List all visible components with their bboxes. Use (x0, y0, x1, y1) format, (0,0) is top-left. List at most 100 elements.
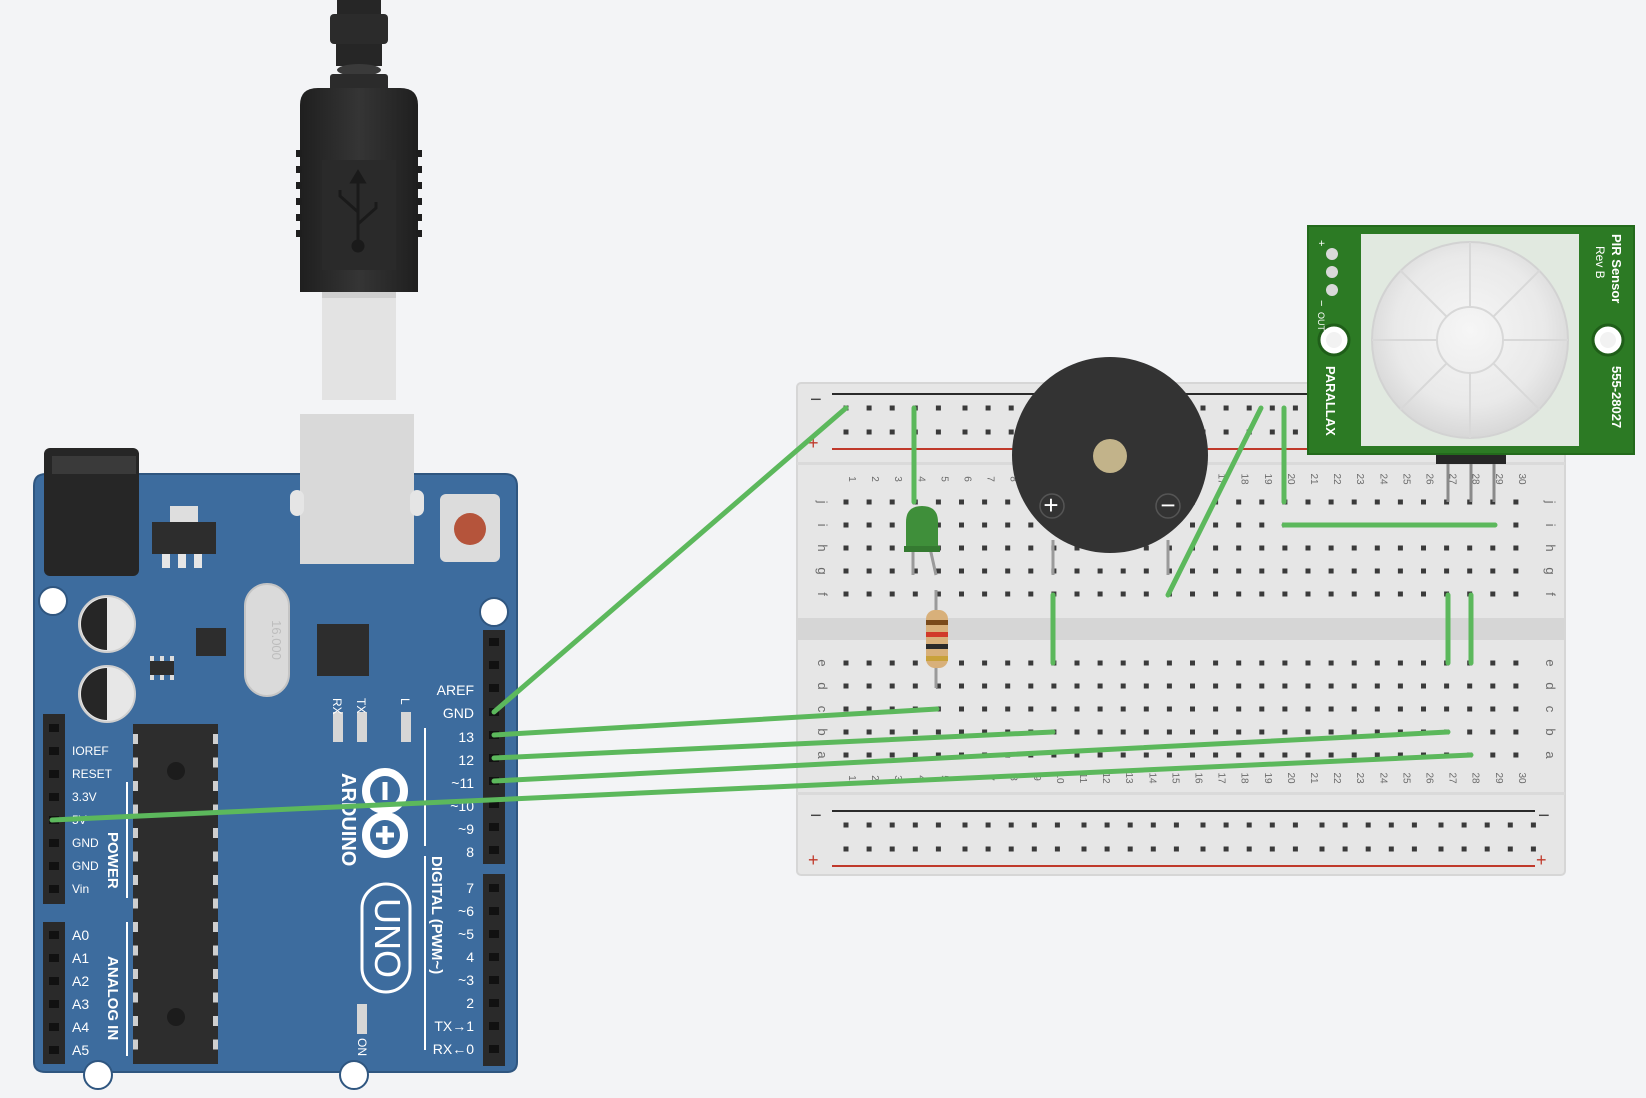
rail-hole[interactable] (1411, 846, 1417, 852)
rail-hole[interactable] (1150, 822, 1156, 828)
rail-hole[interactable] (1438, 846, 1444, 852)
breadboard-hole[interactable] (1397, 706, 1403, 712)
breadboard-hole[interactable] (1513, 706, 1519, 712)
rail-hole[interactable] (1008, 822, 1014, 828)
breadboard-hole[interactable] (1028, 545, 1034, 551)
breadboard-hole[interactable] (1397, 499, 1403, 505)
breadboard-hole[interactable] (912, 729, 918, 735)
breadboard-hole[interactable] (1166, 752, 1172, 758)
breadboard-hole[interactable] (1282, 683, 1288, 689)
breadboard-hole[interactable] (1282, 752, 1288, 758)
breadboard-hole[interactable] (1328, 752, 1334, 758)
breadboard-hole[interactable] (1074, 683, 1080, 689)
header-pin[interactable] (49, 862, 59, 870)
breadboard-hole[interactable] (1143, 706, 1149, 712)
breadboard-hole[interactable] (1328, 591, 1334, 597)
rail-hole[interactable] (985, 405, 991, 411)
header-pin[interactable] (49, 931, 59, 939)
breadboard-hole[interactable] (1028, 683, 1034, 689)
rail-hole[interactable] (1008, 846, 1014, 852)
rail-hole[interactable] (866, 405, 872, 411)
breadboard-hole[interactable] (912, 660, 918, 666)
breadboard-hole[interactable] (1305, 729, 1311, 735)
breadboard-hole[interactable] (1513, 683, 1519, 689)
header-pin[interactable] (489, 684, 499, 692)
breadboard-hole[interactable] (982, 683, 988, 689)
rail-hole[interactable] (889, 822, 895, 828)
breadboard-hole[interactable] (1236, 706, 1242, 712)
breadboard-hole[interactable] (1005, 683, 1011, 689)
breadboard-hole[interactable] (1259, 752, 1265, 758)
breadboard-hole[interactable] (1305, 499, 1311, 505)
breadboard-hole[interactable] (1328, 729, 1334, 735)
breadboard-hole[interactable] (1259, 706, 1265, 712)
breadboard-hole[interactable] (959, 522, 964, 528)
rail-hole[interactable] (962, 405, 968, 411)
breadboard-hole[interactable] (1328, 706, 1334, 712)
breadboard-hole[interactable] (889, 545, 895, 551)
breadboard-hole[interactable] (1213, 522, 1219, 528)
breadboard-hole[interactable] (1213, 706, 1219, 712)
breadboard-hole[interactable] (1513, 729, 1519, 735)
rail-hole[interactable] (1173, 846, 1179, 852)
breadboard-hole[interactable] (1397, 752, 1403, 758)
rail-hole[interactable] (935, 429, 941, 435)
header-pin[interactable] (49, 885, 59, 893)
header-pin[interactable] (49, 1046, 59, 1054)
breadboard-hole[interactable] (843, 568, 849, 574)
breadboard-hole[interactable] (1028, 591, 1034, 597)
rail-hole[interactable] (1292, 429, 1298, 435)
breadboard-hole[interactable] (1213, 591, 1219, 597)
breadboard-hole[interactable] (866, 522, 872, 528)
rail-hole[interactable] (1388, 822, 1394, 828)
breadboard-hole[interactable] (1236, 660, 1242, 666)
breadboard-hole[interactable] (1444, 706, 1450, 712)
breadboard-hole[interactable] (1282, 545, 1288, 551)
rail-hole[interactable] (1292, 846, 1298, 852)
rail-hole[interactable] (1530, 846, 1536, 852)
rail-hole[interactable] (1269, 429, 1275, 435)
breadboard-hole[interactable] (1374, 729, 1380, 735)
breadboard-hole[interactable] (1028, 706, 1034, 712)
breadboard-hole[interactable] (1259, 545, 1265, 551)
breadboard-hole[interactable] (1305, 660, 1311, 666)
rail-hole[interactable] (1269, 405, 1275, 411)
header-pin[interactable] (489, 1045, 499, 1053)
breadboard-hole[interactable] (1236, 545, 1242, 551)
rail-hole[interactable] (1484, 846, 1490, 852)
breadboard-hole[interactable] (1259, 522, 1265, 528)
breadboard-hole[interactable] (1467, 568, 1473, 574)
rail-hole[interactable] (1246, 846, 1252, 852)
rail-hole[interactable] (1031, 846, 1037, 852)
header-pin[interactable] (489, 846, 499, 854)
breadboard-hole[interactable] (935, 499, 941, 505)
breadboard-hole[interactable] (889, 522, 895, 528)
header-pin[interactable] (489, 953, 499, 961)
breadboard-hole[interactable] (843, 706, 849, 712)
breadboard-hole[interactable] (959, 499, 964, 505)
header-pin[interactable] (489, 823, 499, 831)
rail-hole[interactable] (1054, 846, 1060, 852)
rail-hole[interactable] (843, 429, 849, 435)
breadboard-hole[interactable] (1374, 591, 1380, 597)
header-pin[interactable] (49, 747, 59, 755)
breadboard-hole[interactable] (1490, 752, 1496, 758)
breadboard-hole[interactable] (1467, 683, 1473, 689)
breadboard-hole[interactable] (1097, 683, 1103, 689)
rail-hole[interactable] (912, 822, 918, 828)
breadboard-hole[interactable] (1467, 706, 1473, 712)
breadboard-hole[interactable] (1074, 568, 1080, 574)
rail-hole[interactable] (866, 822, 872, 828)
rail-hole[interactable] (889, 846, 895, 852)
rail-hole[interactable] (1104, 846, 1110, 852)
breadboard-hole[interactable] (912, 752, 918, 758)
breadboard-hole[interactable] (1513, 591, 1519, 597)
breadboard-hole[interactable] (1097, 660, 1103, 666)
breadboard-hole[interactable] (1028, 660, 1034, 666)
breadboard-hole[interactable] (889, 568, 895, 574)
breadboard-hole[interactable] (889, 752, 895, 758)
header-pin[interactable] (49, 977, 59, 985)
breadboard-hole[interactable] (912, 683, 918, 689)
breadboard-hole[interactable] (1305, 752, 1311, 758)
rail-hole[interactable] (1246, 822, 1252, 828)
